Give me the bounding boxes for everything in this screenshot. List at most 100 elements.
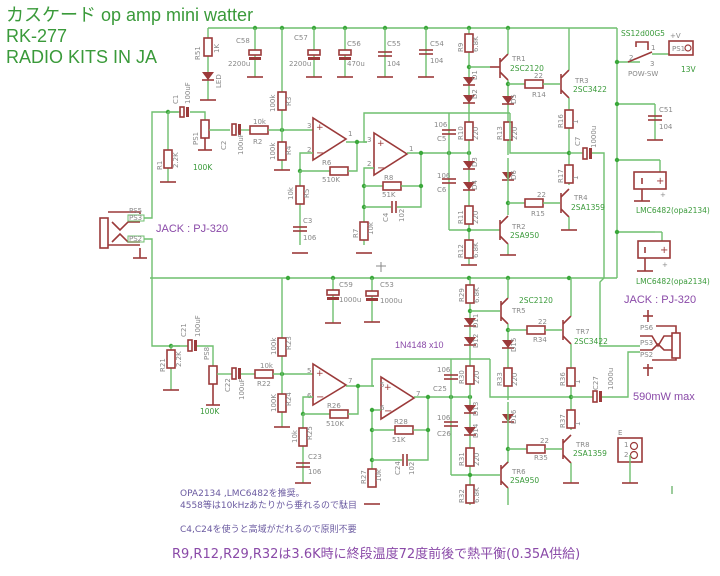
- svg-text:106: 106: [308, 468, 322, 476]
- svg-text:C23: C23: [308, 453, 322, 461]
- svg-text:+: +: [660, 191, 666, 199]
- svg-text:3: 3: [650, 60, 654, 68]
- svg-text:2SC3422: 2SC3422: [574, 337, 608, 346]
- svg-text:220: 220: [473, 371, 481, 384]
- svg-text:R5: R5: [303, 189, 311, 198]
- svg-text:PS1: PS1: [672, 45, 685, 53]
- svg-text:R9: R9: [457, 43, 465, 52]
- svg-text:C6: C6: [437, 186, 447, 194]
- svg-text:1: 1: [624, 441, 628, 449]
- svg-text:1000u: 1000u: [590, 126, 598, 148]
- svg-text:TR5: TR5: [511, 307, 526, 315]
- svg-text:2SA950: 2SA950: [510, 231, 539, 240]
- svg-text:220: 220: [511, 373, 519, 386]
- svg-text:−: −: [377, 163, 385, 174]
- svg-text:220: 220: [511, 127, 519, 140]
- svg-text:100uF: 100uF: [194, 315, 202, 337]
- svg-text:106: 106: [303, 234, 317, 242]
- svg-text:100uF: 100uF: [238, 378, 246, 400]
- svg-text:R34: R34: [533, 336, 547, 344]
- svg-text:100k: 100k: [269, 142, 277, 160]
- svg-text:6: 6: [380, 404, 385, 412]
- svg-text:10k: 10k: [291, 429, 299, 443]
- svg-text:510K: 510K: [322, 176, 340, 184]
- svg-text:13V: 13V: [681, 65, 697, 74]
- svg-text:R16: R16: [557, 114, 565, 128]
- svg-text:2SA950: 2SA950: [510, 476, 539, 485]
- svg-text:PS2: PS2: [640, 351, 653, 359]
- svg-text:100K: 100K: [193, 163, 213, 172]
- output-jack[interactable]: JACK : PJ-320 PS6 PS3 PS2 590mW max: [624, 294, 696, 403]
- svg-text:100k: 100k: [270, 337, 278, 355]
- svg-text:C53: C53: [380, 281, 394, 289]
- svg-text:220: 220: [472, 211, 480, 224]
- svg-text:C57: C57: [294, 34, 308, 42]
- svg-text:POW-SW: POW-SW: [628, 70, 658, 78]
- svg-text:1: 1: [574, 380, 582, 384]
- ic-supply-1: + + LMC6482(opa2134): [633, 160, 710, 215]
- svg-text:R3: R3: [285, 97, 293, 106]
- output-note: 590mW max: [633, 391, 695, 403]
- svg-text:−: −: [384, 406, 392, 417]
- svg-text:E: E: [618, 429, 622, 437]
- svg-text:C2: C2: [220, 141, 228, 150]
- svg-text:C1: C1: [172, 95, 180, 104]
- svg-text:R14: R14: [532, 91, 546, 99]
- svg-text:PS6: PS6: [640, 324, 654, 332]
- svg-text:C51: C51: [659, 106, 673, 114]
- svg-text:TR8: TR8: [575, 441, 590, 449]
- svg-text:220: 220: [472, 127, 480, 140]
- svg-text:2: 2: [624, 451, 628, 459]
- svg-text:5: 5: [380, 381, 384, 389]
- svg-text:51K: 51K: [392, 436, 406, 444]
- svg-text:D2: D2: [471, 89, 479, 99]
- svg-text:R13: R13: [496, 126, 504, 140]
- svg-text:C55: C55: [387, 40, 401, 48]
- svg-text:106: 106: [437, 414, 451, 422]
- svg-text:+: +: [316, 369, 324, 379]
- svg-text:102: 102: [398, 209, 406, 222]
- svg-text:100uF: 100uF: [237, 133, 245, 155]
- svg-text:10k: 10k: [253, 118, 267, 126]
- note-bottom: R9,R12,R29,R32は3.6K時に終段温度72度前後で熱平衡(0.35A…: [172, 546, 580, 562]
- svg-text:−: −: [316, 148, 324, 159]
- title-line3: RADIO KITS IN JA: [6, 47, 157, 67]
- svg-text:R51: R51: [194, 46, 202, 60]
- svg-text:TR6: TR6: [511, 468, 526, 476]
- svg-text:2: 2: [367, 160, 371, 168]
- power-switch[interactable]: SS12d00G5 213 POW-SW: [621, 29, 670, 78]
- ground-connector: E 1 2: [617, 429, 673, 494]
- input-jack[interactable]: PS5 PS3 PS2 JACK : PJ-320: [99, 111, 228, 347]
- svg-text:R28: R28: [394, 418, 408, 426]
- svg-text:104: 104: [659, 123, 673, 131]
- svg-text:R6: R6: [322, 159, 332, 167]
- svg-text:106: 106: [437, 172, 451, 180]
- svg-text:2SA1359: 2SA1359: [573, 449, 607, 458]
- svg-text:LED: LED: [215, 74, 223, 88]
- svg-text:1: 1: [572, 176, 580, 180]
- svg-text:C7: C7: [574, 137, 582, 146]
- svg-text:D6: D6: [510, 170, 518, 180]
- svg-text:R30: R30: [458, 370, 466, 384]
- svg-text:LMC6482(opa2134): LMC6482(opa2134): [636, 206, 710, 215]
- svg-text:C24: C24: [394, 461, 402, 475]
- svg-text:22: 22: [540, 437, 549, 445]
- svg-text:+: +: [662, 261, 668, 269]
- svg-text:7: 7: [416, 390, 420, 398]
- svg-text:106: 106: [437, 366, 451, 374]
- note-line1: OPA2134 ,LMC6482を推奨。: [180, 487, 305, 499]
- svg-text:R11: R11: [457, 210, 465, 224]
- svg-text:C22: C22: [224, 378, 232, 392]
- svg-text:6.8K: 6.8K: [472, 36, 480, 52]
- svg-text:R12: R12: [457, 244, 465, 258]
- svg-text:R33: R33: [496, 372, 504, 386]
- svg-text:5: 5: [307, 367, 311, 375]
- svg-text:102: 102: [408, 462, 416, 475]
- svg-text:TR3: TR3: [574, 77, 589, 85]
- svg-text:510K: 510K: [326, 420, 344, 428]
- svg-text:R36: R36: [559, 372, 567, 386]
- svg-text:1: 1: [348, 130, 352, 138]
- svg-text:TR2: TR2: [511, 223, 526, 231]
- svg-text:6.8K: 6.8K: [472, 242, 480, 258]
